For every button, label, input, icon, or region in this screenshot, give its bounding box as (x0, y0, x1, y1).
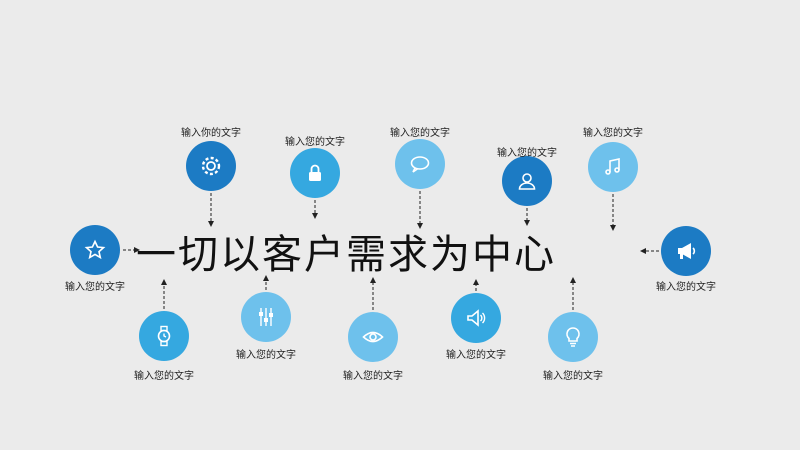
node-circle-eye (348, 312, 398, 362)
node-label-lock: 输入您的文字 (285, 137, 345, 148)
node-label-music: 输入您的文字 (583, 128, 643, 139)
megaphone-icon (678, 243, 696, 259)
node-label-sliders: 输入您的文字 (236, 350, 296, 361)
node-circle-music (588, 142, 638, 192)
node-label-bulb: 输入您的文字 (543, 371, 603, 382)
watch-icon (157, 325, 171, 347)
user-icon (518, 173, 536, 190)
node-circle-settings (186, 141, 236, 191)
node-label-star: 输入您的文字 (65, 282, 125, 293)
node-label-sound: 输入您的文字 (446, 350, 506, 361)
node-label-eye: 输入您的文字 (343, 371, 403, 382)
sliders-icon (259, 308, 273, 326)
lock-icon (309, 164, 321, 181)
eye-icon (362, 331, 384, 343)
node-circle-sound (451, 293, 501, 343)
node-label-megaphone: 输入您的文字 (656, 282, 716, 293)
speaker-icon (467, 309, 486, 327)
node-circle-user (502, 156, 552, 206)
node-label-chat: 输入您的文字 (390, 128, 450, 139)
star-icon (84, 239, 106, 260)
node-circle-megaphone (661, 226, 711, 276)
node-circle-watch (139, 311, 189, 361)
chat-bubble-icon (410, 156, 430, 173)
node-label-watch: 输入您的文字 (134, 371, 194, 382)
node-circle-bulb (548, 312, 598, 362)
node-circle-lock (290, 148, 340, 198)
node-label-user: 输入您的文字 (497, 148, 557, 159)
music-note-icon (605, 158, 620, 175)
node-circle-star (70, 225, 120, 275)
central-title: 一切以客户需求为中心 (136, 232, 556, 278)
node-circle-sliders (241, 292, 291, 342)
node-circle-chat (395, 139, 445, 189)
node-label-settings: 输入你的文字 (181, 128, 241, 139)
gear-icon (201, 156, 221, 176)
lightbulb-icon (566, 327, 580, 347)
